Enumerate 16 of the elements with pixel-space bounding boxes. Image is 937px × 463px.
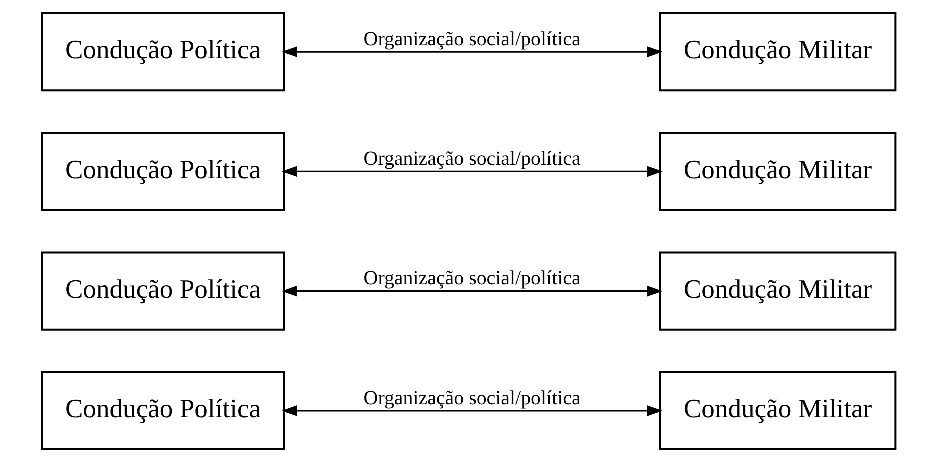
- arrow: [281, 406, 662, 416]
- node-box: Condução Militar: [658, 371, 896, 450]
- edge-label: Organização social/política: [363, 28, 580, 50]
- edge-label: Organização social/política: [363, 148, 580, 170]
- node-box: Condução Militar: [658, 252, 896, 331]
- node-box: Condução Política: [40, 132, 285, 212]
- edge-label: Organização social/política: [363, 387, 580, 410]
- node-box: Condução Militar: [658, 12, 896, 92]
- node-box: Condução Militar: [658, 132, 896, 212]
- arrow: [281, 46, 662, 58]
- arrow: [281, 286, 662, 297]
- arrow: [281, 166, 662, 178]
- node-box: Condução Política: [40, 371, 285, 450]
- node-box: Condução Política: [40, 12, 285, 92]
- node-box: Condução Política: [40, 252, 285, 331]
- edge-label: Organização social/política: [363, 268, 580, 290]
